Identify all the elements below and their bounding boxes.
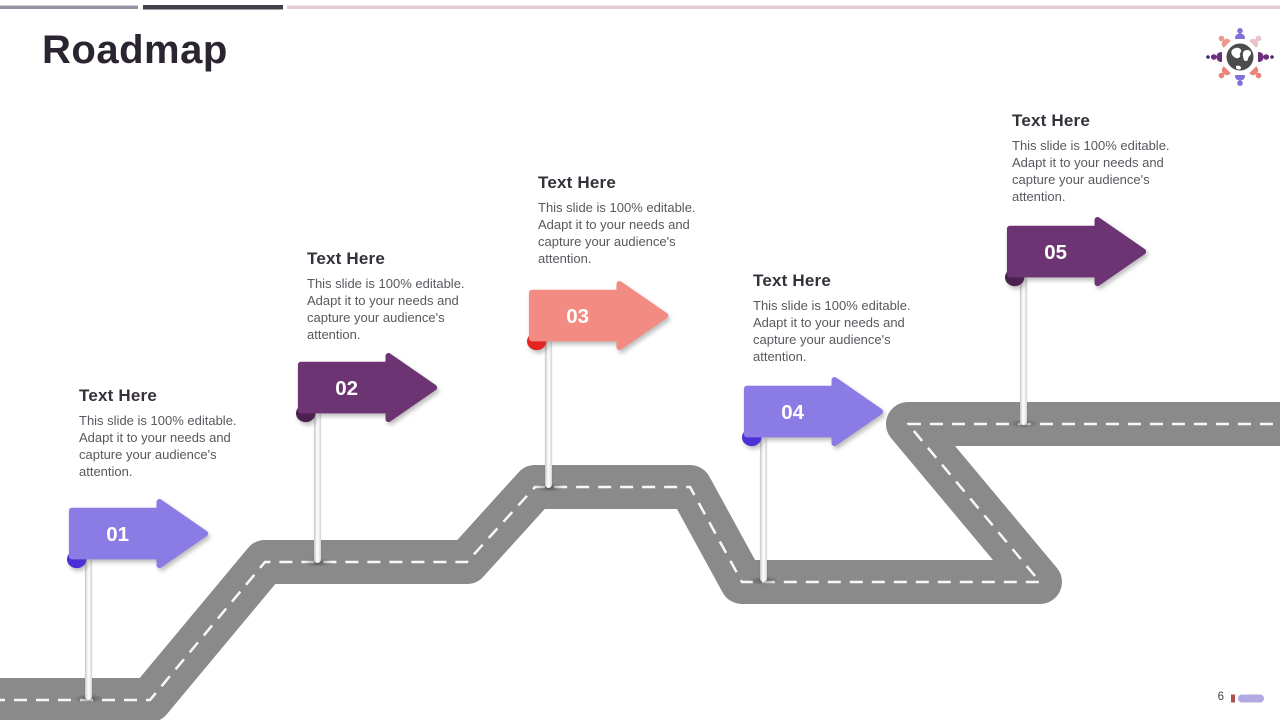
page-number: 6 bbox=[1217, 691, 1224, 703]
signpost-pole bbox=[314, 410, 321, 563]
header-accent-bar-left bbox=[0, 5, 138, 9]
milestone-text-block: Text Here This slide is 100% editable. A… bbox=[79, 386, 251, 481]
arrow-banner bbox=[1009, 219, 1144, 284]
page-title: Roadmap bbox=[42, 28, 228, 72]
milestone-number: 01 bbox=[106, 523, 129, 546]
arrow-banner bbox=[746, 379, 881, 444]
milestone-description: This slide is 100% editable. Adapt it to… bbox=[307, 276, 465, 342]
arrow-banner-edge bbox=[743, 377, 884, 447]
milestone-number: 05 bbox=[1044, 241, 1067, 264]
milestone-sign-arrow: 02 bbox=[295, 353, 438, 423]
globe-icon bbox=[1226, 43, 1254, 71]
milestone-text-block: Text Here This slide is 100% editable. A… bbox=[538, 173, 710, 268]
milestone-text-block: Text Here This slide is 100% editable. A… bbox=[307, 249, 479, 344]
milestone-description: This slide is 100% editable. Adapt it to… bbox=[538, 200, 696, 266]
arrow-banner-edge bbox=[528, 281, 669, 351]
header-accent-bar-mid bbox=[143, 5, 283, 10]
signpost-pole bbox=[1020, 276, 1027, 425]
milestone-sign-arrow: 03 bbox=[526, 281, 669, 351]
milestone-heading: Text Here bbox=[1012, 111, 1091, 130]
footer-bar bbox=[1238, 694, 1264, 703]
milestone-sign-arrow: 04 bbox=[741, 377, 884, 447]
milestone-sign-arrow: 05 bbox=[1004, 217, 1147, 287]
milestone-heading: Text Here bbox=[538, 173, 617, 192]
milestone-text-block: Text Here This slide is 100% editable. A… bbox=[1012, 111, 1184, 206]
signpost-pole bbox=[85, 540, 92, 700]
signpost-pole bbox=[760, 436, 767, 582]
footer-marks bbox=[1231, 694, 1264, 703]
milestone-number: 03 bbox=[566, 305, 589, 328]
milestone-description: This slide is 100% editable. Adapt it to… bbox=[79, 413, 237, 479]
people-ring bbox=[1206, 28, 1274, 86]
milestone-heading: Text Here bbox=[753, 271, 832, 290]
header-accent-bar-right bbox=[287, 5, 1280, 9]
milestone-text-block: Text Here This slide is 100% editable. A… bbox=[753, 271, 925, 366]
milestone-description: This slide is 100% editable. Adapt it to… bbox=[753, 298, 911, 364]
milestone-sign-arrow: 01 bbox=[66, 499, 209, 569]
milestone-heading: Text Here bbox=[307, 249, 386, 268]
footer-tick bbox=[1231, 694, 1235, 703]
milestone-number: 02 bbox=[335, 377, 358, 400]
arrow-banner-edge bbox=[297, 353, 438, 423]
arrow-banner-edge bbox=[68, 499, 209, 569]
arrow-banner-edge bbox=[1006, 217, 1147, 287]
arrow-banner bbox=[300, 355, 435, 420]
road-center-dashes bbox=[0, 422, 1280, 702]
header-accent-bars bbox=[0, 5, 1280, 10]
globe-people-logo-icon bbox=[1206, 28, 1274, 86]
signpost-pole bbox=[545, 340, 552, 488]
arrow-banner bbox=[531, 283, 666, 348]
milestone-number: 04 bbox=[781, 401, 804, 424]
milestone-heading: Text Here bbox=[79, 386, 158, 405]
arrow-banner bbox=[71, 501, 206, 566]
milestone-description: This slide is 100% editable. Adapt it to… bbox=[1012, 138, 1170, 204]
